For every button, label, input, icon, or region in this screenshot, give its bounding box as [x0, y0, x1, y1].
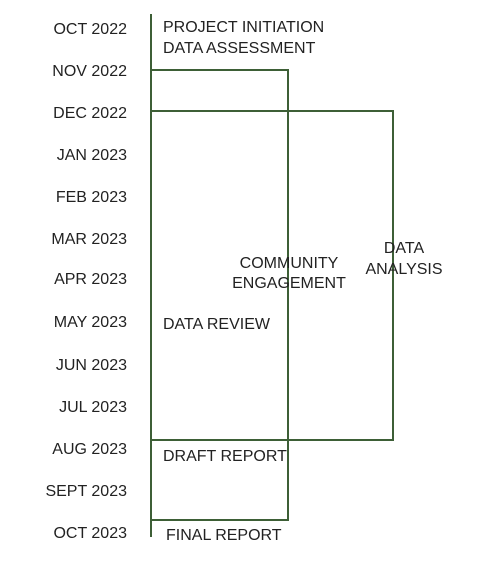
- month-label-dec-2022: DEC 2022: [53, 105, 127, 122]
- phase-label-data: DATA: [383, 240, 425, 257]
- month-label-apr-2023: APR 2023: [54, 271, 127, 288]
- month-label-sept-2023: SEPT 2023: [45, 483, 127, 500]
- month-label-nov-2022: NOV 2022: [52, 63, 127, 80]
- phase-label-project-initiation: PROJECT INITIATION: [163, 19, 325, 36]
- month-label-aug-2023: AUG 2023: [52, 441, 127, 458]
- month-label-may-2023: MAY 2023: [53, 314, 127, 331]
- phase-label-draft-report: DRAFT REPORT: [163, 448, 287, 465]
- phase-label-engagement: ENGAGEMENT: [232, 275, 346, 292]
- month-label-feb-2023: FEB 2023: [55, 189, 127, 206]
- month-label-oct-2023: OCT 2023: [53, 525, 127, 542]
- phase-label-final-report: FINAL REPORT: [166, 527, 282, 544]
- month-label-jan-2023: JAN 2023: [56, 147, 127, 164]
- month-label-oct-2022: OCT 2022: [53, 21, 127, 38]
- phase-label-analysis: ANALYSIS: [365, 261, 443, 278]
- phase-label-data-assessment: DATA ASSESSMENT: [163, 40, 316, 57]
- phase-label-community: COMMUNITY: [239, 255, 339, 272]
- month-label-mar-2023: MAR 2023: [51, 231, 127, 248]
- month-label-jul-2023: JUL 2023: [59, 399, 127, 416]
- month-label-jun-2023: JUN 2023: [55, 357, 127, 374]
- phase-label-data-review: DATA REVIEW: [163, 316, 270, 333]
